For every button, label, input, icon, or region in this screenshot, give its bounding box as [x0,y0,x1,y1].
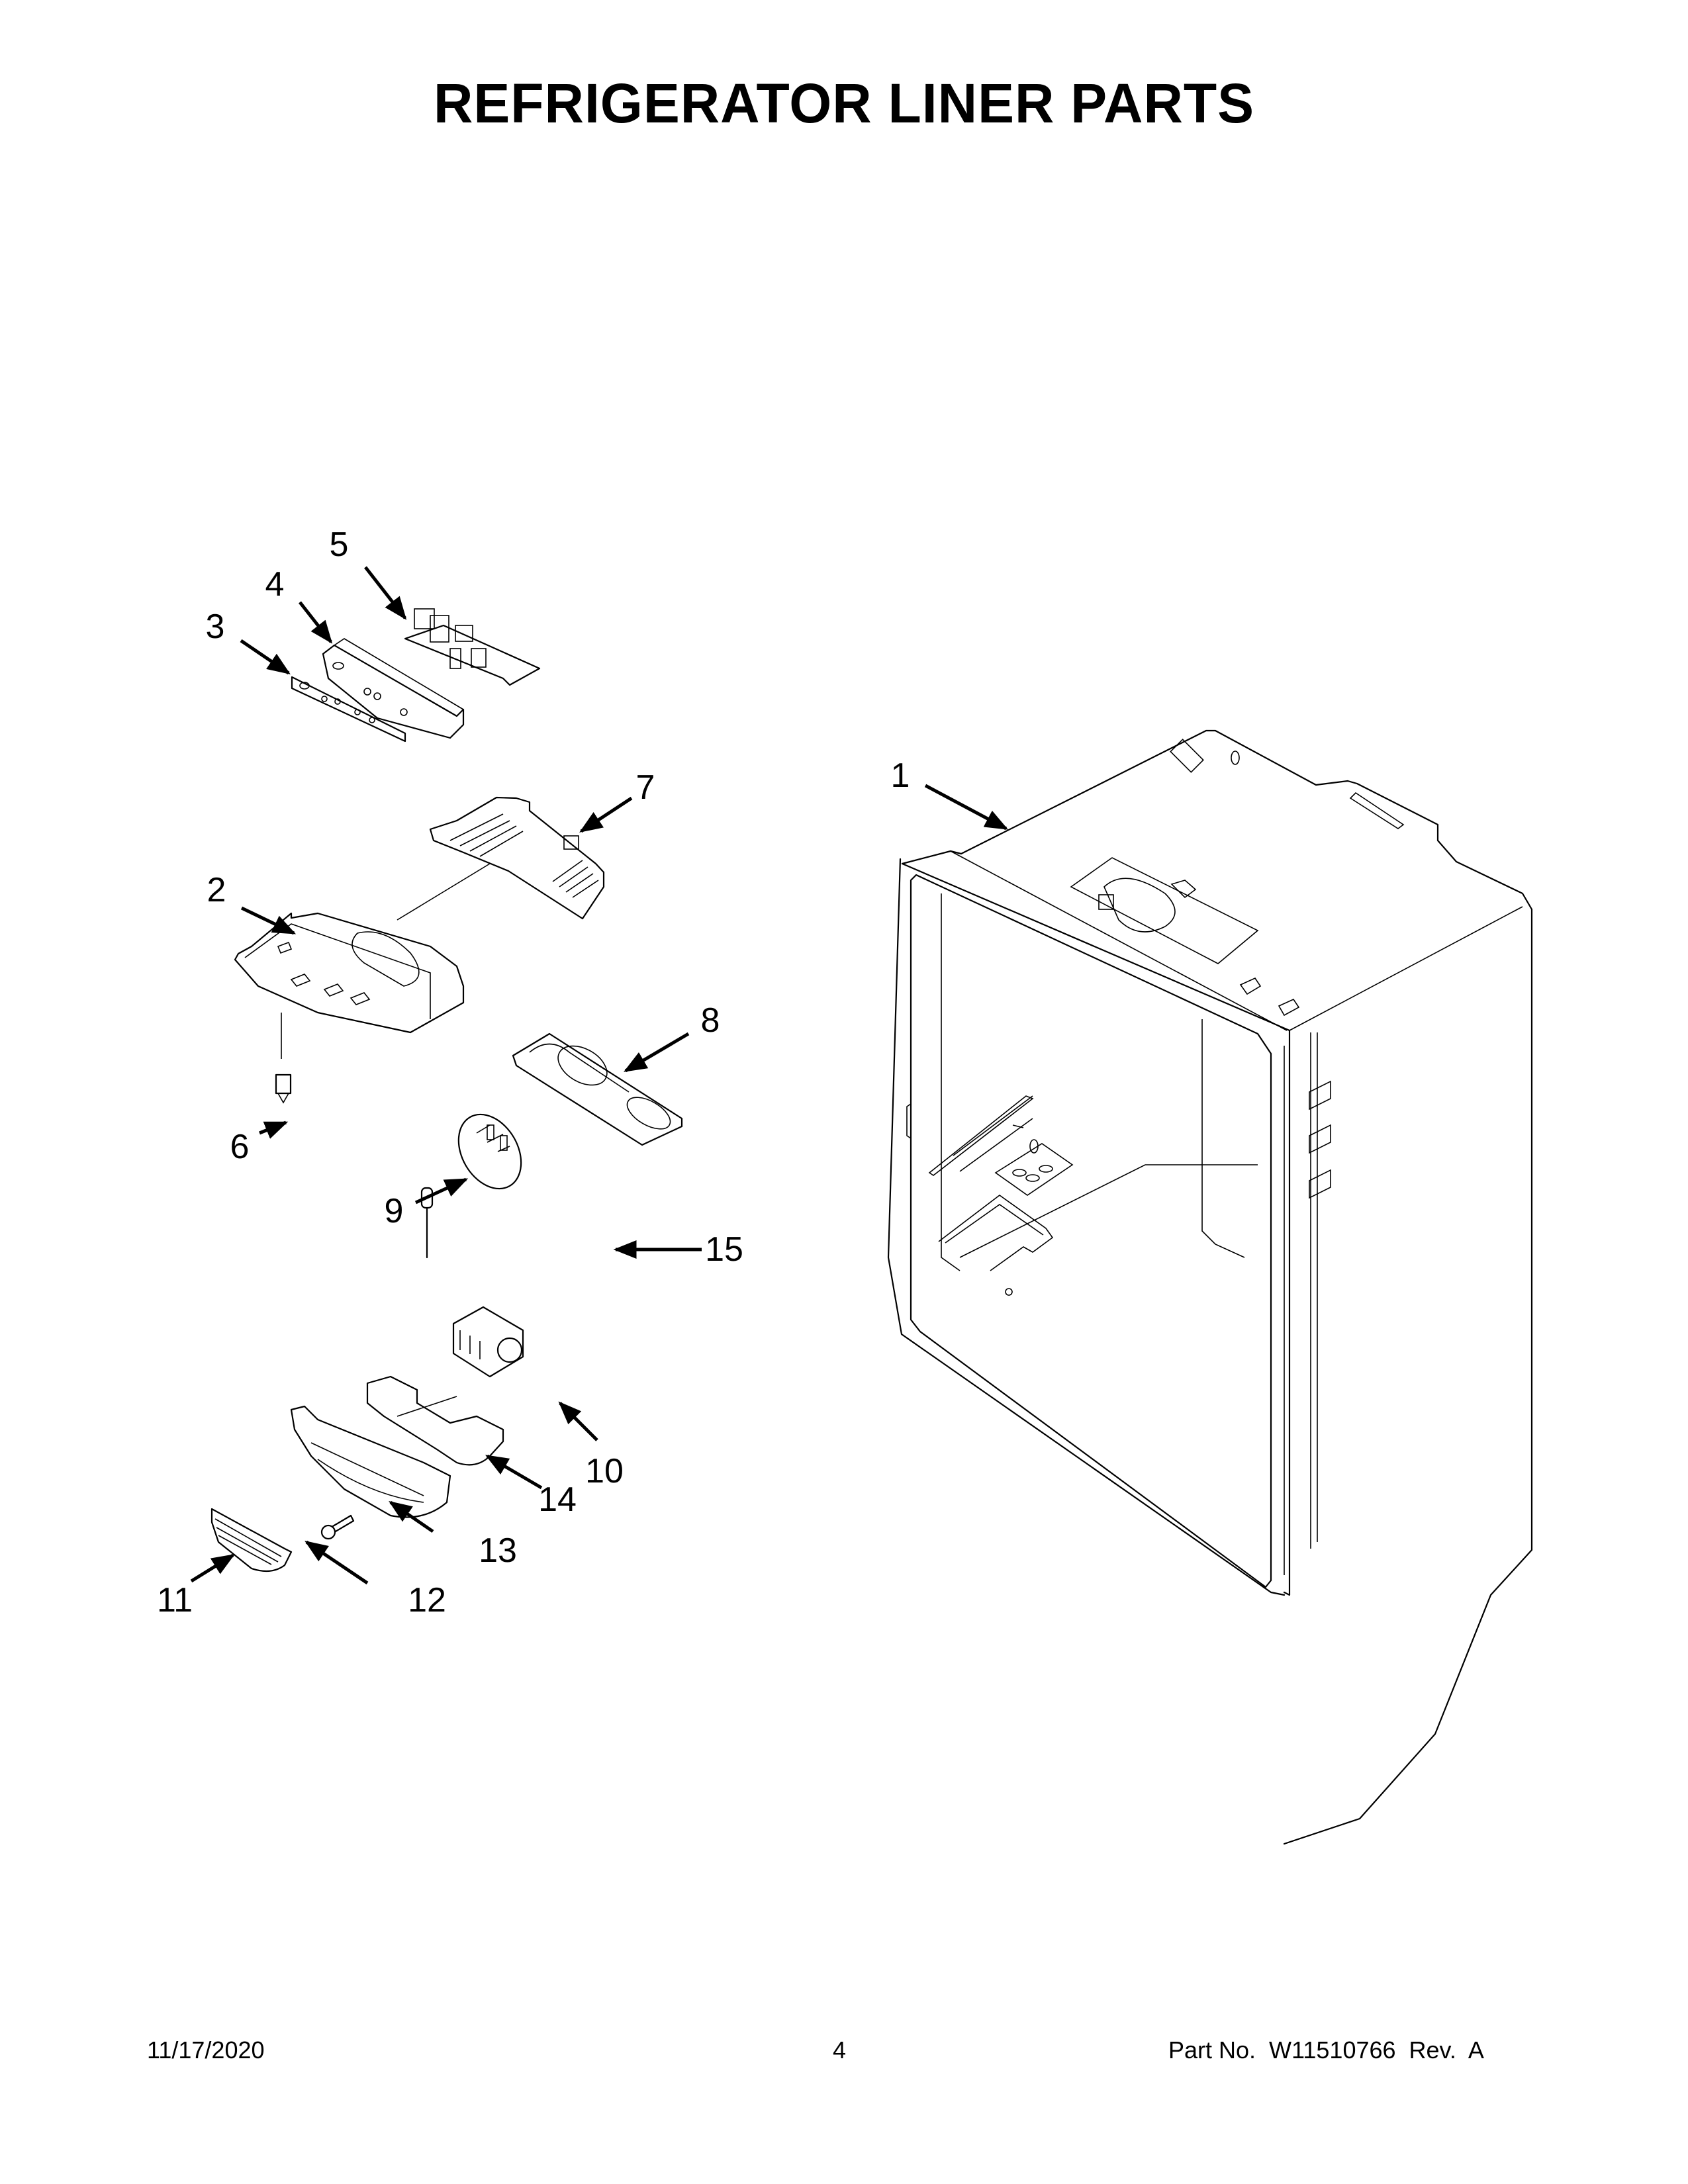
part-6-switch [275,1073,292,1104]
callout-5: 5 [329,525,349,564]
footer-date: 11/17/2020 [147,2036,265,2064]
footer-part-number: Part No. W11510766 Rev. A [1168,2036,1484,2064]
callout-12: 12 [408,1581,446,1619]
callout-2: 2 [207,871,226,909]
page-title: REFRIGERATOR LINER PARTS [433,72,1255,134]
part-8-light-assembly [512,1032,683,1146]
part-10-motor [452,1306,524,1378]
part-4-control-housing [322,638,465,739]
callout-4: 4 [265,565,285,604]
callout-7: 7 [635,768,655,807]
callout-11: 11 [157,1581,193,1619]
part-11-trim [211,1508,293,1572]
part-5-control-board [404,608,541,686]
part-12-screw [320,1514,355,1540]
callout-10: 10 [585,1452,624,1490]
callout-9: 9 [384,1192,404,1230]
part-14-upper-cover [366,1375,504,1466]
callout-arrows [190,566,1009,1585]
part-13-lower-cover [290,1405,451,1518]
part-1-liner [887,729,1533,1845]
callout-6: 6 [230,1128,250,1166]
part-15-thermistor [420,1187,434,1259]
footer-page-number: 4 [833,2036,847,2064]
callout-1: 1 [890,756,910,795]
part-3-overlay [291,676,406,743]
callout-3: 3 [205,608,225,646]
part-2-housing-cover [234,912,465,1059]
part-7-duct-cover [397,796,605,921]
part-9-damper [457,1113,522,1190]
callout-15: 15 [705,1230,743,1269]
callout-8: 8 [700,1001,720,1040]
callout-13: 13 [479,1531,517,1570]
callout-14: 14 [538,1480,577,1519]
